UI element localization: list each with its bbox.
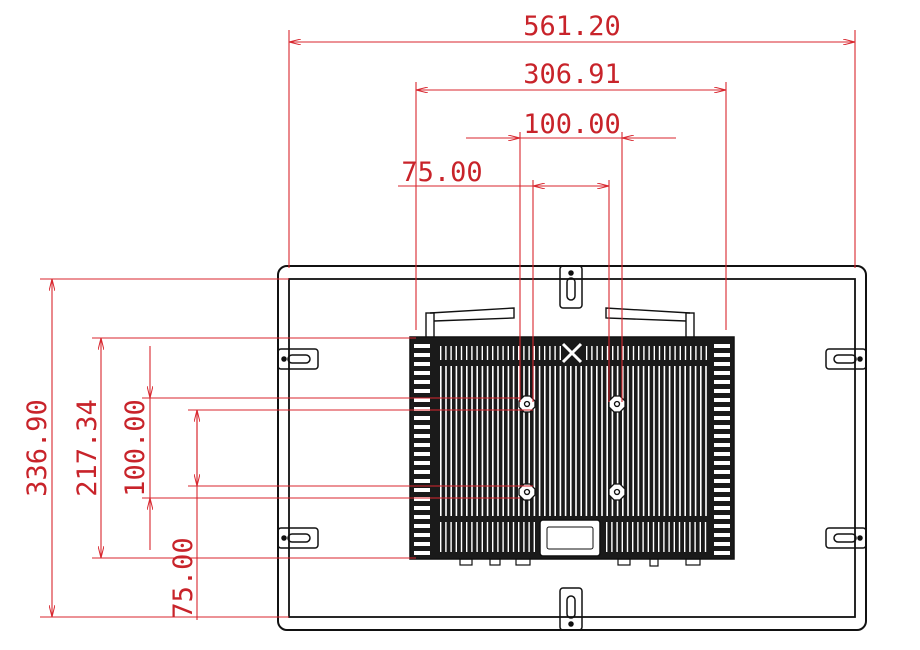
- dimension-label-width-vesa-small: 75.00: [401, 157, 482, 188]
- io-port-icon: [459, 558, 701, 567]
- antenna-icon: [425, 307, 695, 340]
- dimension-width-overall: 561.20: [288, 11, 856, 268]
- dimension-height-vesa-large: 100.00: [120, 346, 520, 550]
- dimension-width-vesa-small: 75.00: [398, 157, 610, 402]
- heatsink-fins-icon: [409, 336, 735, 560]
- dimension-label-height-chassis: 217.34: [72, 399, 103, 497]
- dimension-label-width-overall: 561.20: [523, 11, 621, 42]
- dimension-width-vesa-large: 100.00: [466, 109, 676, 402]
- dimension-height-vesa-small: 75.00: [168, 409, 533, 620]
- dimension-label-width-vesa-large: 100.00: [523, 109, 621, 140]
- dimension-height-overall: 336.90: [22, 278, 289, 618]
- dimension-label-height-overall: 336.90: [22, 399, 53, 497]
- dimension-width-chassis: 306.91: [415, 59, 727, 330]
- dimension-height-chassis: 217.34: [72, 337, 416, 559]
- vesa-hole-icon: [518, 395, 626, 501]
- dimension-label-height-vesa-large: 100.00: [120, 399, 151, 497]
- dimension-label-height-vesa-small: 75.00: [168, 537, 199, 618]
- dimension-label-width-chassis: 306.91: [523, 59, 621, 90]
- mounting-bracket-icon: [277, 265, 867, 631]
